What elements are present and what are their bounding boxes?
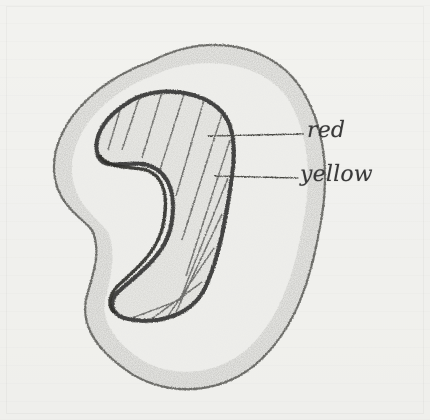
label-yellow: yellow xyxy=(300,162,373,187)
label-red: red xyxy=(307,118,345,143)
